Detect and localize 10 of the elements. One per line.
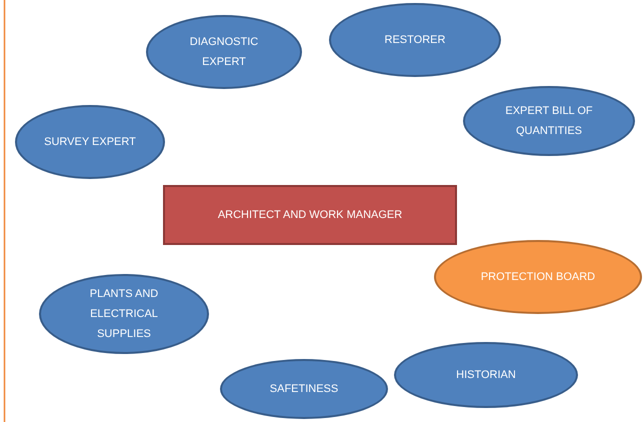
node-label: HISTORIAN — [456, 368, 516, 383]
node-label: RESTORER — [384, 33, 446, 48]
node-label: SURVEY EXPERT — [44, 135, 136, 150]
node-label: SAFETINESS — [270, 382, 338, 397]
central-box — [163, 185, 457, 245]
node-label: EXPERT BILL OF QUANTITIES — [504, 104, 594, 139]
node-label: PROTECTION BOARD — [480, 270, 596, 285]
node-label: PLANTS AND ELECTRICAL SUPPLIES — [88, 287, 160, 342]
node-label: DIAGNOSTIC EXPERT — [188, 35, 260, 70]
node-label: ARCHITECT AND WORK MANAGER — [218, 208, 402, 223]
